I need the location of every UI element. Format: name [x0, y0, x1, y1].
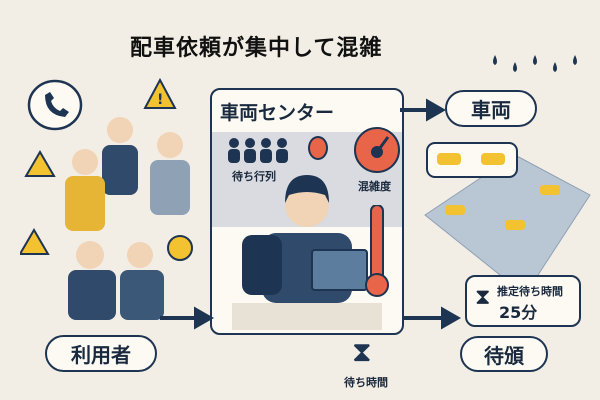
hourglass-icon: ⧗: [475, 285, 491, 310]
alert-icon: [167, 235, 193, 261]
warning-icon: [143, 77, 177, 109]
operator-illustration: [232, 175, 382, 330]
queue-label: 待ち行列: [232, 170, 276, 183]
city-map-illustration: [424, 142, 591, 296]
car-icon: [540, 185, 560, 195]
queue-people-icon: [228, 138, 288, 163]
wait-time-label: 待ち時間: [344, 376, 388, 389]
svg-text:!: !: [157, 92, 163, 108]
person: [150, 132, 190, 215]
thermometer-icon: [365, 205, 389, 297]
congestion-gauge-icon: [354, 127, 400, 173]
vehicles-label: 車両: [445, 90, 537, 127]
person: [65, 149, 105, 231]
warning-icon: [20, 228, 50, 255]
person: [120, 242, 164, 320]
users-label: 利用者: [45, 335, 157, 372]
estimate-label: 推定待ち時間: [497, 285, 563, 298]
warning-icon: [24, 150, 56, 177]
center-title: 車両センター: [220, 101, 335, 124]
indicator-icon: [308, 136, 328, 160]
car-icon: [505, 220, 525, 230]
page-title: 配車依頼が集中して混雑: [130, 36, 383, 61]
estimated-wait-card: ⧗ 推定待ち時間 25分: [465, 275, 581, 327]
estimate-value: 25分: [499, 303, 538, 322]
phone-bubble-icon: [27, 79, 83, 131]
congestion-label: 混雑度: [358, 180, 391, 193]
hourglass-icon: ⧗: [352, 335, 372, 368]
users-illustration: !: [20, 77, 193, 320]
car-icon: [445, 205, 465, 215]
person: [102, 117, 138, 195]
person: [68, 241, 116, 320]
waiting-label: 待頒: [460, 336, 548, 372]
car-route-bubble: [426, 142, 518, 178]
